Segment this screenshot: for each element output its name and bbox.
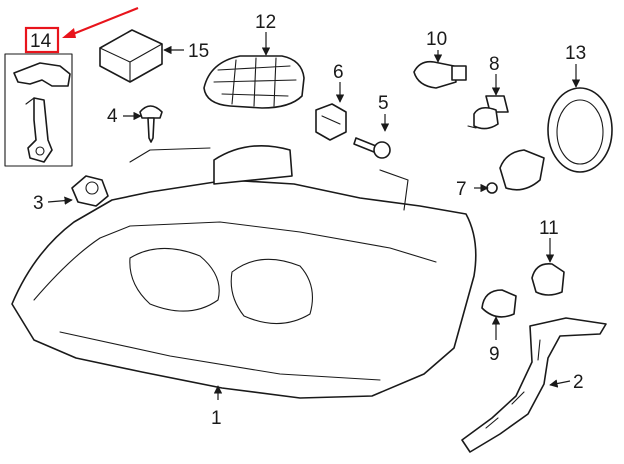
part-9-signal-bulb — [481, 289, 517, 318]
callout-7: 7 — [456, 179, 467, 200]
part-11-bulb — [531, 262, 565, 296]
callout-9: 9 — [489, 344, 500, 365]
leader-lines — [47, 32, 581, 400]
bracket-detail-inset — [4, 53, 73, 167]
callout-8: 8 — [489, 54, 500, 75]
part-4-screw — [139, 105, 163, 143]
callout-2: 2 — [573, 372, 584, 393]
callout-14: 14 — [30, 31, 52, 52]
part-12-rear-cover — [203, 55, 305, 109]
callout-14-highlight — [24, 6, 139, 54]
part-13-seal-ring — [547, 87, 613, 173]
callout-3: 3 — [33, 193, 44, 214]
part-15-ballast-module — [99, 29, 163, 83]
part-1-headlamp-housing — [11, 145, 477, 399]
part-5-bolt — [353, 137, 391, 159]
callout-6: 6 — [333, 62, 344, 83]
callout-15: 15 — [188, 41, 209, 62]
callout-4: 4 — [107, 106, 118, 127]
part-7-socket — [486, 149, 545, 194]
part-8-halogen-bulb — [467, 95, 509, 130]
part-6-clip — [315, 103, 347, 141]
callout-11: 11 — [539, 218, 559, 239]
part-10-wedge-bulb — [413, 60, 467, 89]
part-2-mounting-bracket — [461, 317, 607, 453]
callout-13: 13 — [565, 43, 586, 64]
callout-5: 5 — [378, 93, 389, 114]
callout-10: 10 — [426, 29, 447, 50]
part-3-adjuster — [71, 175, 109, 207]
callout-12: 12 — [255, 12, 276, 33]
callout-1: 1 — [211, 408, 222, 429]
callout-labels: 1 2 3 4 5 6 7 8 9 10 11 12 13 14 15 — [30, 12, 586, 429]
